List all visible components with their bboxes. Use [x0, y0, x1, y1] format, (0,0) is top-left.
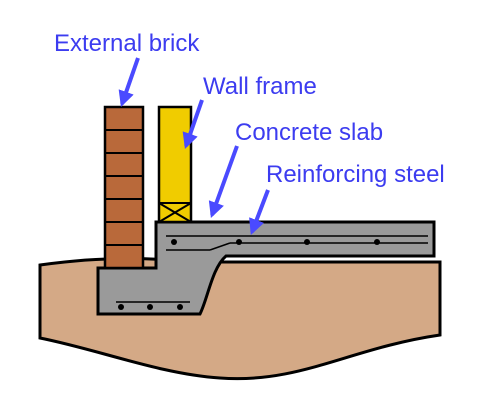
footing-rebar-dot [147, 304, 153, 310]
rebar-dot [171, 239, 177, 245]
wall-frame [157, 105, 193, 224]
rebar-dot [374, 239, 380, 245]
label-concrete-slab: Concrete slab [235, 119, 383, 146]
label-reinforcing-steel: Reinforcing steel [266, 161, 445, 188]
rebar-dot [236, 239, 242, 245]
label-external-brick: External brick [54, 30, 200, 57]
brick-wall [103, 105, 145, 270]
slab-reinforcement-bar-slope [209, 242, 231, 251]
arrow-wall-frame [182, 99, 204, 150]
footing-rebar-dot [177, 304, 183, 310]
footing-rebar-dot [118, 304, 124, 310]
label-wall-frame: Wall frame [203, 73, 317, 100]
rebar-dot [304, 239, 310, 245]
arrow-external-brick [118, 57, 140, 108]
arrow-reinforcing-steel [249, 189, 270, 235]
concrete-slab [96, 220, 436, 316]
arrow-concrete-slab [208, 145, 239, 219]
